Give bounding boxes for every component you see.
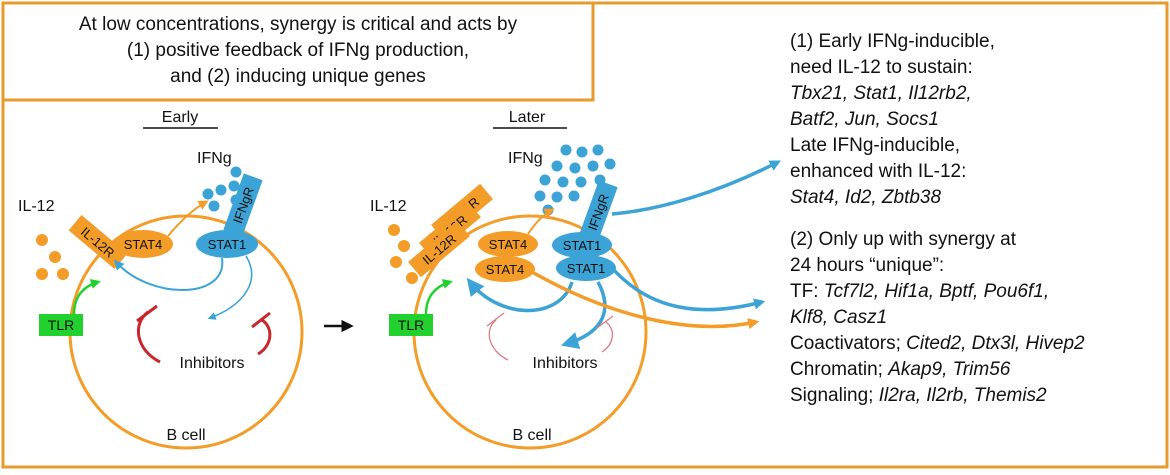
tf-label: TF:: [790, 281, 824, 302]
later-stat4-top: [478, 231, 538, 257]
title-line-2: (1) positive feedback of IFNg production…: [127, 40, 469, 61]
section1-late-genes: Stat4, Id2, Zbtb38: [790, 187, 941, 208]
section2-coactivators-line: Coactivators; Cited2, Dtx3l, Hivep2: [790, 333, 1085, 354]
later-ifng-label: IFNg: [508, 150, 543, 167]
title-line-1: At low concentrations, synergy is critic…: [79, 14, 518, 35]
tf-genes-1: Tcf7l2, Hif1a, Bptf, Pou6f1,: [824, 281, 1049, 302]
later-stat4-bottom: [475, 256, 535, 282]
section2-tf-line: TF: Tcf7l2, Hif1a, Bptf, Pou6f1,: [790, 281, 1049, 302]
later-il12-label: IL-12: [370, 198, 407, 215]
later-stat1-to-il12r-arrow: [466, 277, 574, 313]
section1-genes-line1: Tbx21, Stat1, Il12rb2,: [790, 83, 972, 104]
later-heading: Later: [509, 109, 546, 126]
later-tlr-label: TLR: [398, 317, 424, 333]
section2-title-line2: 24 hours “unique”:: [790, 255, 944, 276]
early-heading: Early: [162, 109, 198, 126]
later-stat1-down-arrow: [560, 281, 607, 349]
early-il12-label: IL-12: [18, 198, 55, 215]
early-ifngr-receptor: IFNgR: [223, 173, 263, 237]
gene-list: (1) Early IFNg-inducible, need IL-12 to …: [790, 31, 1085, 406]
later-stat4-to-genes-arrow: [531, 270, 760, 330]
later-b-cell-label: B cell: [512, 427, 551, 444]
later-stat4-top-label: STAT4: [489, 237, 528, 252]
early-ifng-label: IFNg: [197, 150, 232, 167]
later-ifngr-to-genes-arrow: [611, 160, 781, 216]
coactivators-label: Coactivators;: [790, 333, 906, 354]
early-stat4-to-ifng-arrow: [167, 200, 209, 237]
early-stat4: [113, 230, 173, 258]
early-inhibitor-left: [137, 310, 161, 364]
early-b-cell-label: B cell: [166, 427, 205, 444]
later-inhibitor-right: [601, 321, 613, 353]
early-stat1-label: STAT1: [208, 237, 247, 252]
later-stat1-bottom-label: STAT1: [567, 261, 606, 276]
title-line-3: and (2) inducing unique genes: [170, 66, 426, 87]
early-inhibitors-label: Inhibitors: [180, 355, 245, 372]
chromatin-genes: Akap9, Trim56: [887, 359, 1011, 380]
section2-title-line1: (2) Only up with synergy at: [790, 229, 1017, 250]
later-inhibitor-left: [488, 319, 509, 361]
section2-chromatin-line: Chromatin; Akap9, Trim56: [790, 359, 1011, 380]
early-il12-dots: [36, 234, 69, 280]
later-stat1-bottom: [556, 255, 616, 281]
early-stat1-down-arrow: [207, 255, 253, 320]
early-panel: Early B cell IL-12 IL-12R STAT4 IFNg: [18, 109, 304, 450]
later-inhibitors-label: Inhibitors: [533, 355, 598, 372]
signaling-genes: Il2ra, Il2rb, Themis2: [879, 385, 1047, 406]
early-tlr-label: TLR: [48, 317, 74, 333]
section1-genes-line2: Batf2, Jun, Socs1: [790, 109, 939, 130]
later-tlr-arrow: [424, 279, 453, 315]
early-stat1-to-il12r-arrow: [113, 257, 224, 291]
later-tlr: [389, 314, 433, 336]
section1-title-line2: need IL-12 to sustain:: [790, 57, 973, 78]
chromatin-label: Chromatin;: [790, 359, 888, 380]
later-panel: Later B cell IL-12 IL-12R IL-12R IL-12R: [370, 109, 781, 450]
section2-tf-genes-line2: Klf8, Casz1: [790, 307, 887, 328]
coactivators-genes: Cited2, Dtx3l, Hivep2: [906, 333, 1085, 354]
title-box: [1, 1, 595, 102]
section1-late-line2: enhanced with IL-12:: [790, 161, 966, 182]
early-inhibitor-right: [257, 318, 272, 356]
early-stat4-label: STAT4: [124, 237, 163, 252]
section1-late-line1: Late IFNg-inducible,: [790, 135, 960, 156]
early-tlr-arrow: [72, 279, 101, 315]
later-stat4-to-ifng-arrow: [527, 208, 555, 235]
later-stat1-to-genes-arrow: [610, 266, 766, 312]
later-stat1-top-label: STAT1: [563, 238, 602, 253]
early-stat1: [196, 230, 258, 258]
later-stat1-top: [552, 232, 612, 258]
later-stat4-bottom-label: STAT4: [486, 262, 525, 277]
section2-signaling-line: Signaling; Il2ra, Il2rb, Themis2: [790, 385, 1047, 406]
early-tlr: [39, 314, 83, 336]
section1-title-line1: (1) Early IFNg-inducible,: [790, 31, 995, 52]
signaling-label: Signaling;: [790, 385, 879, 406]
